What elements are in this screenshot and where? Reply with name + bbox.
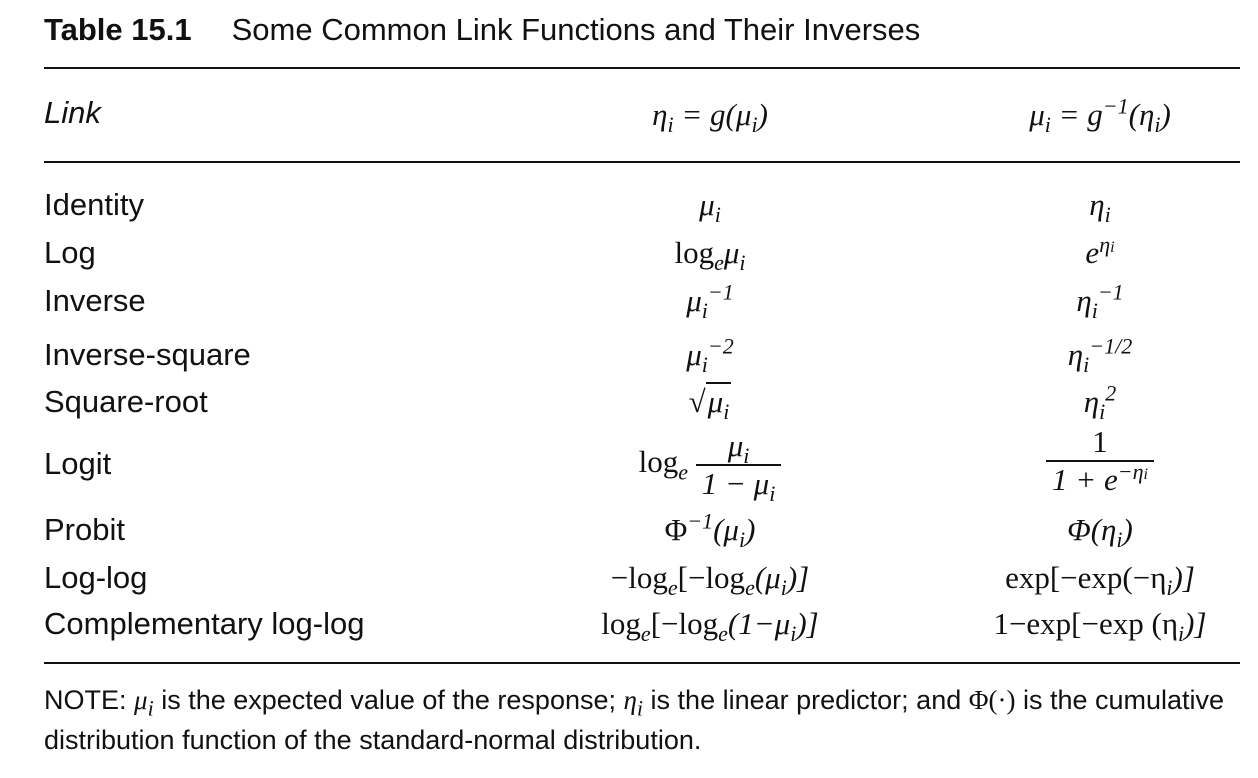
cell-identity-inverse: ηi xyxy=(1089,187,1111,228)
table-label: Table 15.1 xyxy=(44,12,192,47)
header-link-function: ηi = g(μi) xyxy=(652,97,768,138)
header-inverse-function: μi = g−1(ηi) xyxy=(1029,93,1171,138)
cell-cll-inverse: 1−exp[−exp (ηi)] xyxy=(993,606,1207,647)
header-link: Link xyxy=(44,95,101,130)
row-name: Log-log xyxy=(44,560,148,595)
cell-inverse-link: μi−1 xyxy=(686,279,734,324)
cell-identity-link: μi xyxy=(699,187,721,228)
cell-inverse-inverse: ηi−1 xyxy=(1076,279,1124,324)
cell-log-inverse: eηi xyxy=(1085,231,1115,270)
cell-logit-link: loge μi 1 − μi xyxy=(520,428,900,505)
cell-loglog-link: −loge[−loge(μi)] xyxy=(610,560,810,601)
cell-cll-link: loge[−loge(1−μi)] xyxy=(601,606,819,647)
logit-inverse-fraction: 1 1 + e−ηi xyxy=(1046,424,1154,498)
header-rule xyxy=(44,161,1240,163)
table-note: NOTE: μi is the expected value of the re… xyxy=(44,685,1225,755)
row-name: Complementary log-log xyxy=(44,606,365,641)
logit-fraction: μi 1 − μi xyxy=(695,428,782,505)
row-name: Log xyxy=(44,235,96,270)
cell-invsq-link: μi−2 xyxy=(686,333,734,378)
table-caption: Table 15.1 Some Common Link Functions and… xyxy=(44,12,920,48)
cell-sqrt-link: √μi xyxy=(688,382,732,425)
cell-log-link: logeμi xyxy=(674,235,746,276)
row-name: Identity xyxy=(44,187,144,222)
cell-invsq-inverse: ηi−1/2 xyxy=(1067,333,1133,378)
cell-loglog-inverse: exp[−exp(−ηi)] xyxy=(1005,560,1195,601)
row-name: Inverse-square xyxy=(44,337,251,372)
cell-logit-inverse: 1 1 + e−ηi xyxy=(915,424,1258,498)
row-name: Probit xyxy=(44,512,125,547)
top-rule xyxy=(44,67,1240,69)
cell-probit-link: Φ−1(μi) xyxy=(664,508,756,553)
bottom-rule xyxy=(44,662,1240,664)
table-title: Some Common Link Functions and Their Inv… xyxy=(231,12,921,47)
row-name: Logit xyxy=(44,446,112,481)
cell-sqrt-inverse: ηi2 xyxy=(1083,380,1117,425)
cell-probit-inverse: Φ(ηi) xyxy=(1067,512,1133,553)
row-name: Inverse xyxy=(44,283,146,318)
row-name: Square-root xyxy=(44,384,208,419)
